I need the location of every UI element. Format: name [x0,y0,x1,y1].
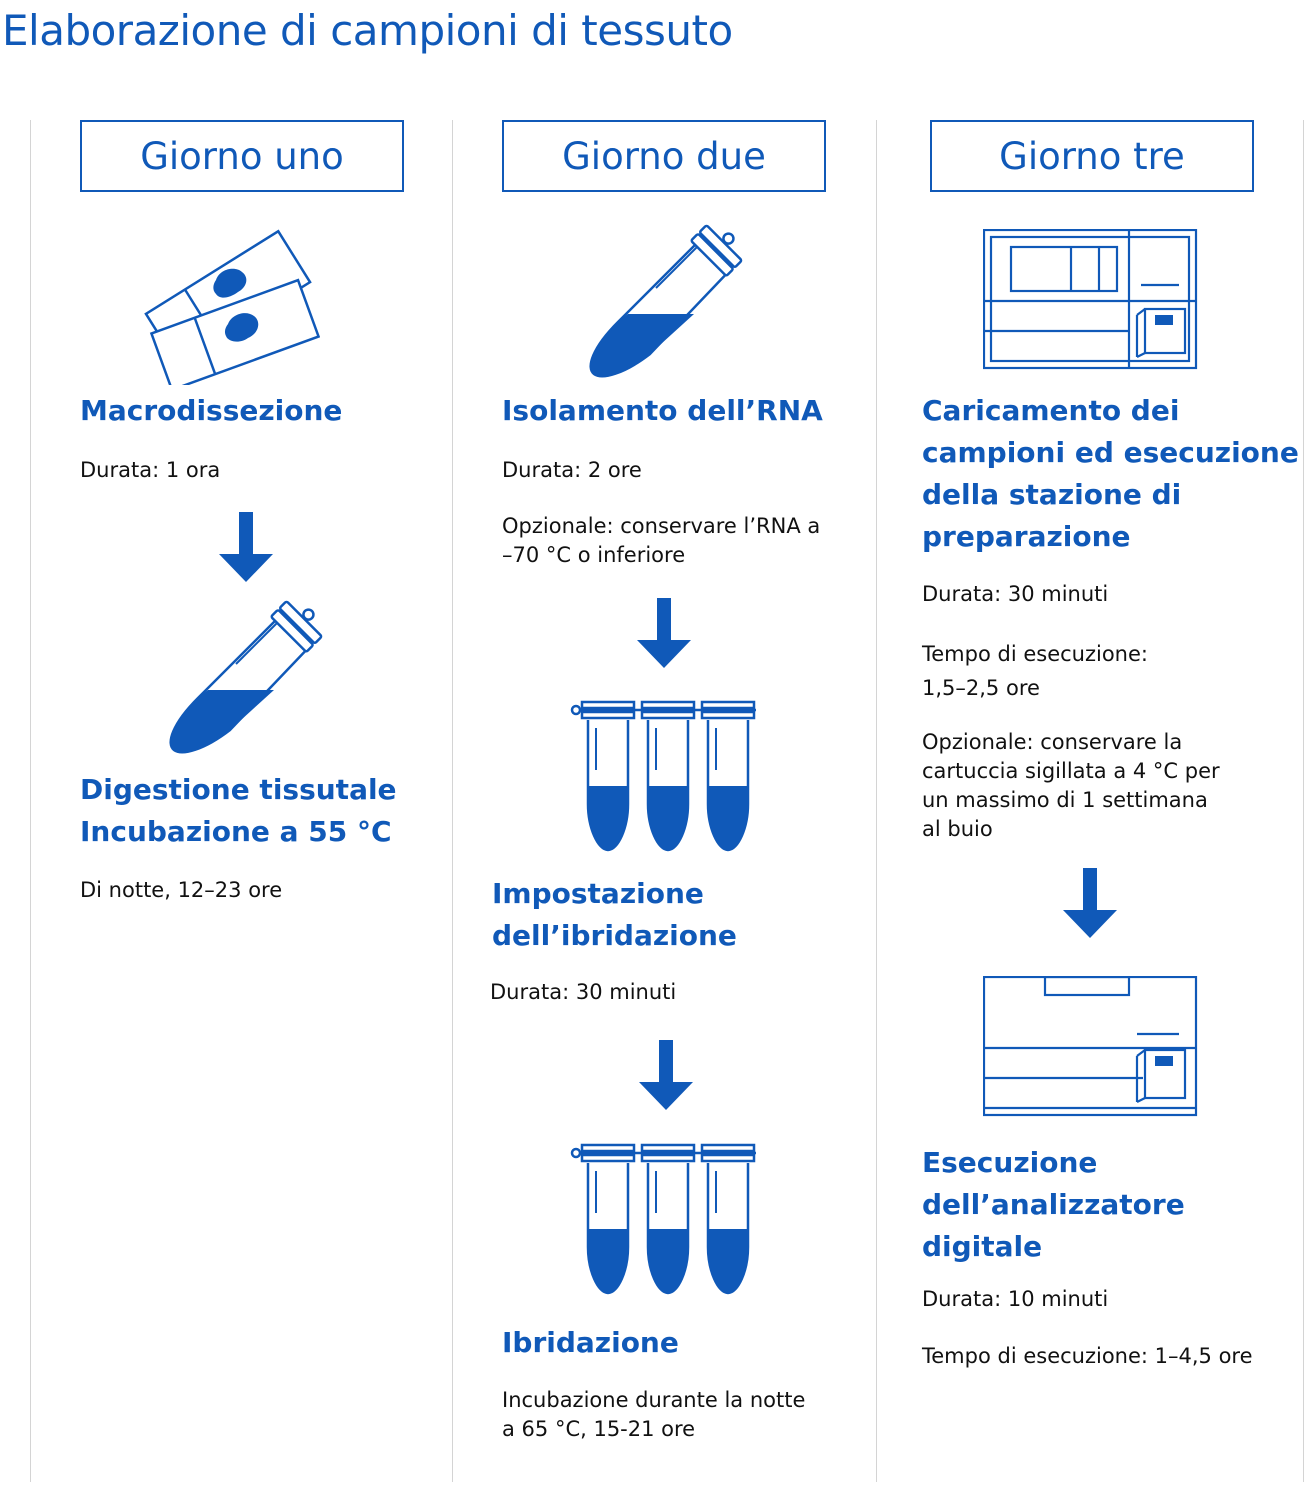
step-duration: Di notte, 12–23 ore [80,878,283,902]
step-duration: Durata: 30 minuti [490,980,677,1004]
step-runtime: Tempo di esecuzione: 1–4,5 ore [922,1344,1253,1368]
step-heading: Impostazione dell’ibridazione [492,877,737,952]
step-duration: Durata: 1 ora [80,458,221,482]
single-tube-icon [162,566,332,758]
tube-strip-icon [570,700,762,855]
step-runtime: Tempo di esecuzione: 1,5–2,5 ore [922,642,1148,700]
step-duration: Durata: 2 ore [502,458,642,482]
step-heading: Ibridazione [502,1326,679,1359]
step-heading: Esecuzione dell’analizzatore digitale [922,1146,1185,1263]
step-note: Incubazione durante la notte a 65 °C, 15… [502,1388,806,1441]
arrow-down-icon [639,1040,693,1112]
step-duration: Durata: 30 minuti [922,582,1109,606]
day-one-header: Giorno uno [80,120,404,192]
day-three-header: Giorno tre [930,120,1254,192]
single-tube-icon [582,190,752,382]
step-note: Opzionale: conservare la cartuccia sigil… [922,730,1220,841]
step-heading: Isolamento dell’RNA [502,394,823,427]
column-divider [452,120,453,1482]
arrow-down-icon [637,598,691,670]
page-title: Elaborazione di campioni di tessuto [2,6,733,55]
tube-strip-icon [570,1143,762,1298]
column-divider [30,120,31,1482]
column-divider [1303,120,1304,1482]
digital-analyzer-icon [983,976,1199,1118]
tissue-slides-icon [140,220,320,385]
arrow-down-icon [1063,868,1117,940]
prep-station-icon [983,229,1199,371]
step-heading: Macrodissezione [80,394,343,427]
step-duration: Durata: 10 minuti [922,1287,1109,1311]
day-two-header: Giorno due [502,120,826,192]
column-divider [876,120,877,1482]
step-note: Opzionale: conservare l’RNA a –70 °C o i… [502,514,821,567]
step-heading: Caricamento dei campioni ed esecuzione d… [922,394,1299,553]
step-heading: Digestione tissutale Incubazione a 55 °C [80,773,397,848]
